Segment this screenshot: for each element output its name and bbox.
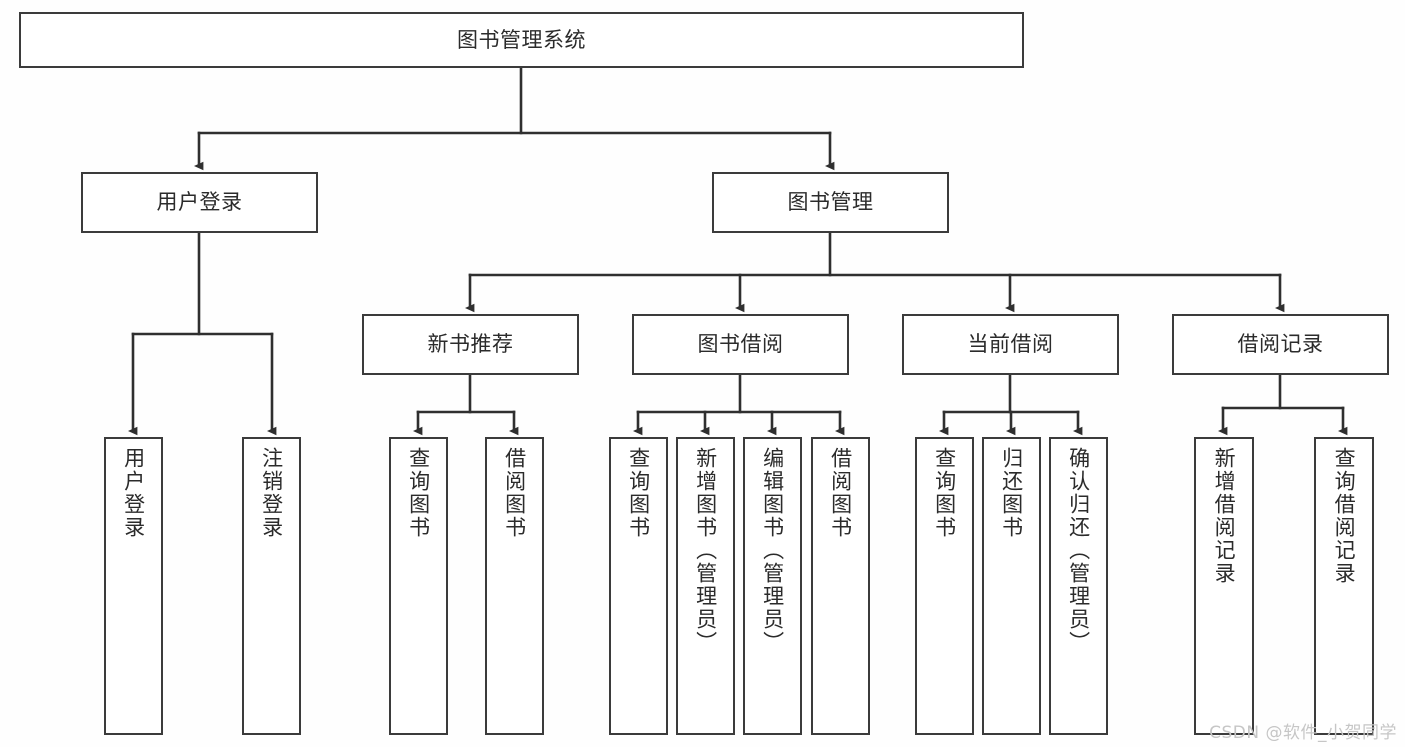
node-label: 图书管理系统 [457,27,586,52]
node-label: 查询图书 [932,447,957,539]
node-label: 借阅图书 [828,447,853,539]
node-label: 新书推荐 [427,332,514,357]
leaf-confirm-return[interactable]: 确认归还（管理员） [1049,437,1108,735]
node-current-borrow[interactable]: 当前借阅 [902,314,1119,375]
node-root-system[interactable]: 图书管理系统 [19,12,1024,68]
leaf-borrow-book-2[interactable]: 借阅图书 [811,437,870,735]
leaf-add-book[interactable]: 新增图书（管理员） [676,437,735,735]
node-label: 图书借阅 [697,332,784,357]
leaf-query-record[interactable]: 查询借阅记录 [1314,437,1374,735]
node-label: 用户登录 [121,447,146,539]
node-label: 归还图书 [999,447,1024,539]
node-label: 当前借阅 [967,332,1054,357]
node-user-login[interactable]: 用户登录 [81,172,318,233]
node-label: 确认归还（管理员） [1066,447,1091,654]
node-borrow-record[interactable]: 借阅记录 [1172,314,1389,375]
leaf-query-book-3[interactable]: 查询图书 [915,437,974,735]
leaf-edit-book[interactable]: 编辑图书（管理员） [743,437,802,735]
leaf-logout[interactable]: 注销登录 [242,437,301,735]
node-label: 新增借阅记录 [1212,447,1237,585]
node-label: 查询图书 [626,447,651,539]
node-label: 新增图书（管理员） [693,447,718,654]
node-label: 借阅记录 [1237,332,1324,357]
watermark: CSDN @软件_小贺同学 [1209,723,1397,743]
node-label: 借阅图书 [502,447,527,539]
leaf-return-book[interactable]: 归还图书 [982,437,1041,735]
leaf-borrow-book-1[interactable]: 借阅图书 [485,437,544,735]
node-label: 查询借阅记录 [1332,447,1357,585]
node-book-manage[interactable]: 图书管理 [712,172,949,233]
node-new-book-rec[interactable]: 新书推荐 [362,314,579,375]
leaf-query-book-2[interactable]: 查询图书 [609,437,668,735]
node-label: 编辑图书（管理员） [760,447,785,654]
node-book-borrow[interactable]: 图书借阅 [632,314,849,375]
leaf-user-login[interactable]: 用户登录 [104,437,163,735]
leaf-query-book-1[interactable]: 查询图书 [389,437,448,735]
node-label: 图书管理 [787,190,874,215]
node-label: 查询图书 [406,447,431,539]
node-label: 用户登录 [156,190,243,215]
leaf-add-record[interactable]: 新增借阅记录 [1194,437,1254,735]
node-label: 注销登录 [259,447,284,539]
